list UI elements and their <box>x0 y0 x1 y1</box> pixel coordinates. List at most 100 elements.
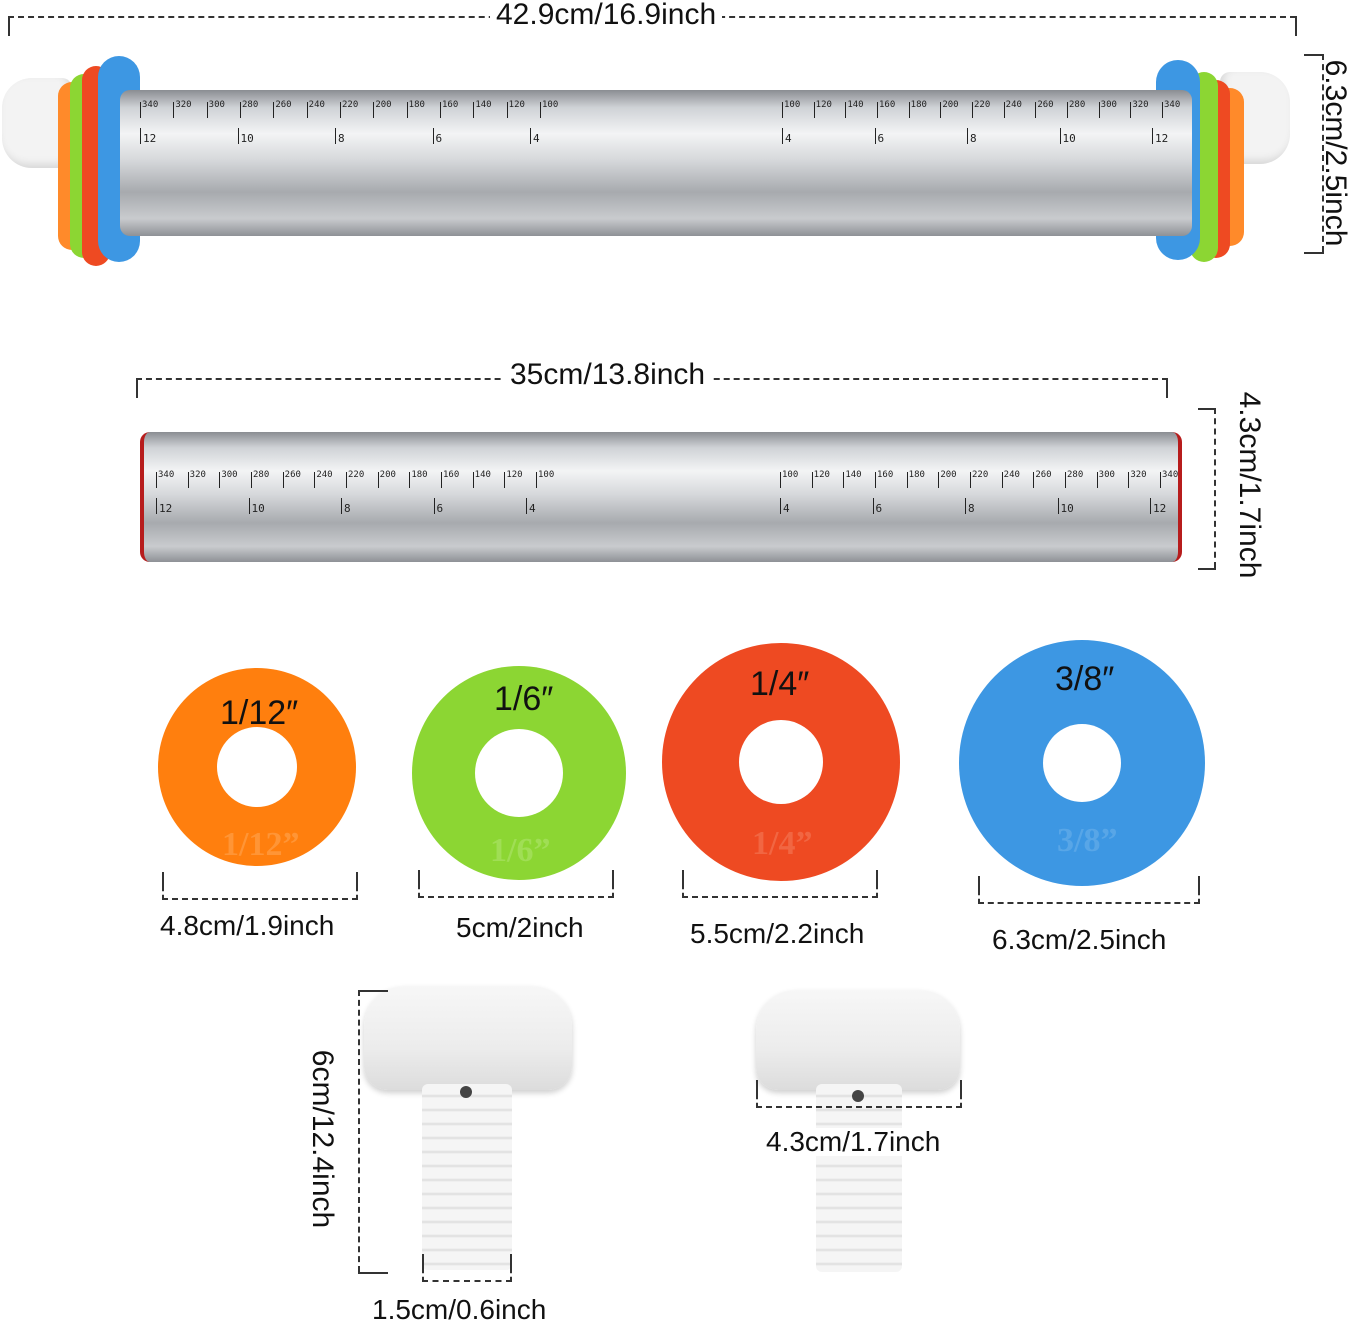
left-cap-hole <box>460 1086 472 1098</box>
ring-blue-hole <box>1043 724 1121 802</box>
ruler-mm-label: 240 <box>1003 470 1020 480</box>
ring-orange-size-label: 4.8cm/1.9inch <box>154 912 341 940</box>
large-length-tick-right <box>1295 16 1297 36</box>
ruler-inch-label: 4 <box>533 132 540 145</box>
ruler-mm-tick <box>1162 102 1163 118</box>
large-pin-body <box>120 90 1192 236</box>
ruler-inch-tick <box>1150 498 1151 514</box>
ruler-inch-tick <box>341 498 342 514</box>
ruler-inch-tick <box>1152 128 1153 144</box>
cap-height-dimension-line <box>358 990 360 1272</box>
ruler-mm-tick <box>1001 472 1003 488</box>
ruler-mm-tick <box>206 102 208 118</box>
ruler-inch-label: 12 <box>1153 502 1167 515</box>
ruler-mm-tick <box>938 472 940 488</box>
small-length-label: 35cm/13.8inch <box>504 360 712 390</box>
right-cap-hole <box>852 1090 864 1102</box>
ruler-mm-label: 280 <box>1069 100 1086 110</box>
ring-orange-hole <box>217 727 297 807</box>
ruler-mm-label: 240 <box>308 100 325 110</box>
large-diameter-tick-bottom <box>1304 252 1324 254</box>
ruler-inch-label: 4 <box>783 502 790 515</box>
ruler-mm-label: 180 <box>408 100 425 110</box>
ring-blue-size-label: 6.3cm/2.5inch <box>986 926 1173 954</box>
left-cap-screw <box>422 1084 512 1270</box>
ruler-mm-label: 320 <box>1130 470 1147 480</box>
ruler-inch-label: 6 <box>436 502 444 515</box>
cap-height-tick-bottom <box>358 1272 388 1274</box>
ruler-mm-label: 160 <box>877 470 894 480</box>
ruler-inch-tick <box>780 498 781 514</box>
ring-blue-emboss: 3/8” <box>1057 822 1118 859</box>
ruler-mm-tick <box>340 102 341 118</box>
ruler-mm-label: 260 <box>275 100 292 110</box>
ring-blue: 3/8″ 3/8” <box>959 640 1205 886</box>
ruler-mm-tick <box>473 102 475 118</box>
cap-height-label: 6cm/12.4inch <box>306 1049 339 1229</box>
ring-green-size-label: 5cm/2inch <box>450 914 590 942</box>
ruler-mm-tick <box>970 472 971 488</box>
ring-blue-size-bracket <box>978 876 1200 904</box>
ruler-inch-tick <box>965 498 966 514</box>
ruler-mm-tick <box>1130 102 1132 118</box>
ruler-inch-label: 10 <box>1062 132 1076 145</box>
large-length-label: 42.9cm/16.9inch <box>490 0 723 30</box>
ruler-mm-tick <box>540 102 541 118</box>
ruler-mm-label: 200 <box>940 470 957 480</box>
ruler-mm-label: 100 <box>538 470 555 480</box>
ring-green-emboss: 1/6” <box>490 832 551 869</box>
small-pin-body <box>140 432 1182 562</box>
ruler-mm-tick <box>173 102 175 118</box>
ruler-mm-label: 100 <box>784 100 801 110</box>
ruler-mm-label: 300 <box>1100 100 1117 110</box>
ruler-mm-tick <box>240 102 241 118</box>
ruler-inch-tick <box>1059 128 1061 144</box>
ruler-mm-tick <box>406 102 408 118</box>
ruler-mm-tick <box>1098 102 1100 118</box>
ruler-mm-label: 200 <box>942 100 959 110</box>
large-diameter-tick-top <box>1304 54 1324 56</box>
ruler-mm-tick <box>440 102 441 118</box>
ruler-mm-tick <box>140 102 141 118</box>
ruler-inch-tick <box>1057 498 1059 514</box>
ruler-mm-tick <box>251 472 252 488</box>
ruler-mm-tick <box>906 472 908 488</box>
ruler-inch-tick <box>156 498 157 514</box>
ruler-mm-label: 140 <box>474 470 491 480</box>
ruler-inch-tick <box>526 498 527 514</box>
ruler-mm-label: 320 <box>1132 100 1149 110</box>
ruler-mm-label: 340 <box>1164 100 1181 110</box>
ruler-mm-label: 220 <box>348 470 365 480</box>
ruler-inch-label: 8 <box>968 502 975 515</box>
ruler-mm-tick <box>187 472 189 488</box>
ruler-mm-tick <box>373 102 375 118</box>
ruler-inch-tick <box>872 498 874 514</box>
ruler-mm-label: 120 <box>506 470 523 480</box>
ring-green-thickness: 1/6″ <box>494 680 554 718</box>
ruler-inch-label: 6 <box>875 502 883 515</box>
ruler-mm-label: 220 <box>972 470 989 480</box>
ruler-mm-tick <box>219 472 221 488</box>
ruler-inch-label: 4 <box>529 502 536 515</box>
large-diameter-dimension-line <box>1322 54 1324 252</box>
ruler-mm-label: 240 <box>316 470 333 480</box>
ruler-inch-label: 8 <box>338 132 345 145</box>
ruler-mm-tick <box>1003 102 1005 118</box>
ruler-mm-label: 300 <box>221 470 238 480</box>
cap-width-label: 4.3cm/1.7inch <box>760 1128 947 1156</box>
ruler-inch-label: 10 <box>1060 502 1074 515</box>
ruler-mm-label: 200 <box>375 100 392 110</box>
ruler-inch-label: 6 <box>877 132 885 145</box>
ruler-mm-tick <box>314 472 316 488</box>
ring-red-thickness: 1/4″ <box>750 665 810 703</box>
ruler-mm-label: 100 <box>542 100 559 110</box>
ruler-mm-tick <box>1035 102 1037 118</box>
ruler-mm-label: 120 <box>813 470 830 480</box>
small-diameter-tick-top <box>1198 408 1216 410</box>
ruler-mm-tick <box>1160 472 1161 488</box>
ruler-mm-label: 160 <box>443 470 460 480</box>
ruler-mm-label: 220 <box>342 100 359 110</box>
ruler-mm-tick <box>273 102 275 118</box>
ruler-mm-label: 340 <box>142 100 159 110</box>
